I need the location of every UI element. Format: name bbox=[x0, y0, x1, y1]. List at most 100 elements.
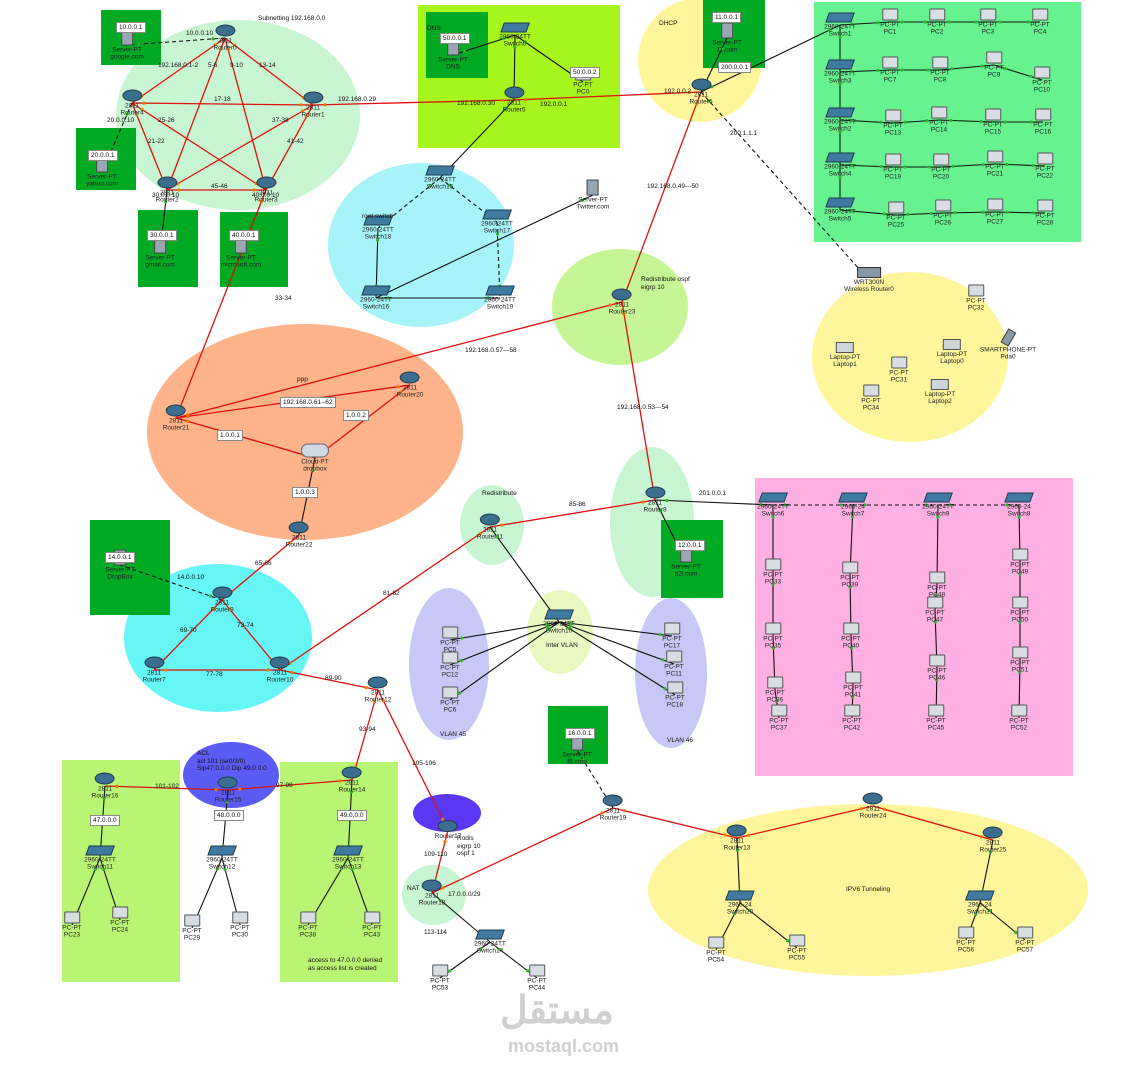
device-pc3[interactable]: PC-PT PC3 bbox=[978, 8, 998, 36]
device-switch21[interactable]: 2960-24 Switch21 bbox=[965, 890, 995, 916]
device-pc24[interactable]: PC-PT PC24 bbox=[110, 906, 130, 934]
device-pc55[interactable]: PC-PT PC55 bbox=[787, 934, 807, 962]
device-pc48[interactable]: PC-PT PC48 bbox=[927, 571, 947, 599]
device-switch8[interactable]: 2960-24 Switch8 bbox=[1004, 492, 1034, 518]
device-router14[interactable]: 2811 Router14 bbox=[339, 766, 365, 794]
device-pc12[interactable]: PC-PT PC12 bbox=[440, 651, 460, 679]
device-pc33[interactable]: PC-PT PC33 bbox=[763, 558, 783, 586]
device-switch4[interactable]: 2960-24TT Switch4 bbox=[824, 152, 856, 178]
device-srv-gmail[interactable]: Server-PT gmail.com bbox=[145, 237, 175, 269]
device-pc29[interactable]: PC-PT PC29 bbox=[182, 914, 202, 942]
device-pc20[interactable]: PC-PT PC20 bbox=[931, 153, 951, 181]
device-router15[interactable]: 2811 Router15 bbox=[215, 776, 241, 804]
device-pc41[interactable]: PC-PT PC41 bbox=[843, 671, 863, 699]
device-pc8[interactable]: PC-PT PC8 bbox=[930, 56, 950, 84]
device-pc39[interactable]: PC-PT PC39 bbox=[840, 561, 860, 589]
device-pc46[interactable]: PC-PT PC46 bbox=[927, 654, 947, 682]
device-router8[interactable]: 2811 Router8 bbox=[643, 486, 667, 514]
device-pc10[interactable]: PC-PT PC10 bbox=[1032, 66, 1052, 94]
device-pc53[interactable]: PC-PT PC53 bbox=[430, 964, 450, 992]
device-router9[interactable]: 2811 Router9 bbox=[210, 586, 234, 614]
device-pc9[interactable]: PC-PT PC9 bbox=[984, 51, 1004, 79]
device-pc28[interactable]: PC-PT PC28 bbox=[1035, 199, 1055, 227]
device-pc32[interactable]: PC-PT PC32 bbox=[966, 284, 986, 312]
device-switch18[interactable]: 2960-24TT Switch18 bbox=[362, 215, 394, 241]
device-pc43[interactable]: PC-PT PC43 bbox=[362, 911, 382, 939]
device-srv-a2l[interactable]: Server-PT a2l.com bbox=[671, 546, 701, 578]
device-pc45[interactable]: PC-PT PC45 bbox=[926, 704, 946, 732]
device-pc31[interactable]: PC-PT PC31 bbox=[889, 356, 909, 384]
device-srv-f6[interactable]: Server-PT f6.com bbox=[562, 734, 592, 766]
device-router7[interactable]: 2811 Router7 bbox=[142, 656, 166, 684]
device-pc26[interactable]: PC-PT PC26 bbox=[933, 199, 953, 227]
device-cloud-dropbox[interactable]: Cloud-PT dropbox bbox=[301, 443, 329, 473]
device-router11[interactable]: 2811 Router11 bbox=[477, 513, 503, 541]
device-pc2[interactable]: PC-PT PC2 bbox=[927, 8, 947, 36]
device-pc44[interactable]: PC-PT PC44 bbox=[527, 964, 547, 992]
device-pc15[interactable]: PC-PT PC15 bbox=[983, 108, 1003, 136]
device-router23[interactable]: 2811 Router23 bbox=[609, 288, 635, 316]
device-router6[interactable]: 2811 Router6 bbox=[689, 78, 713, 106]
device-pc13[interactable]: PC-PT PC13 bbox=[883, 109, 903, 137]
device-laptop0[interactable]: Laptop-PT Laptop0 bbox=[937, 339, 967, 365]
device-laptop1[interactable]: Laptop-PT Laptop1 bbox=[830, 342, 860, 368]
device-router19[interactable]: 2811 Router19 bbox=[600, 794, 626, 822]
device-router3[interactable]: 2811 Router3 bbox=[254, 176, 278, 204]
device-pc6[interactable]: PC-PT PC6 bbox=[440, 686, 460, 714]
device-pda0[interactable]: SMARTPHONE-PT Pda0 bbox=[980, 328, 1036, 361]
device-switch12[interactable]: 2960-24TT Switch12 bbox=[206, 845, 238, 871]
device-router1[interactable]: 2811 Router1 bbox=[301, 91, 325, 119]
device-srv-11[interactable]: Server-PT 11.com bbox=[712, 22, 742, 54]
device-pc1[interactable]: PC-PT PC1 bbox=[880, 8, 900, 36]
device-pc22[interactable]: PC-PT PC22 bbox=[1035, 152, 1055, 180]
device-router16[interactable]: 2811 Router16 bbox=[92, 772, 118, 800]
device-switch14[interactable]: 2960-24TT Switch14 bbox=[474, 929, 506, 955]
device-pc42[interactable]: PC-PT PC42 bbox=[842, 704, 862, 732]
device-router21[interactable]: 2811 Router21 bbox=[163, 404, 189, 432]
device-switch19[interactable]: 2960-24TT Switch19 bbox=[484, 285, 516, 311]
device-wrt[interactable]: WRT300N Wireless Router0 bbox=[844, 267, 894, 293]
device-pc27[interactable]: PC-PT PC27 bbox=[985, 198, 1005, 226]
device-srv-dns[interactable]: Server-PT DNS bbox=[438, 39, 468, 71]
device-switch3[interactable]: 2960-24TT Switch3 bbox=[824, 59, 856, 85]
device-srv-ms[interactable]: Server-PT microsoft.com bbox=[221, 237, 261, 269]
device-switch11[interactable]: 2960-24TT Switch11 bbox=[84, 845, 116, 871]
device-pc54[interactable]: PC-PT PC54 bbox=[706, 936, 726, 964]
device-pc4[interactable]: PC-PT PC4 bbox=[1030, 8, 1050, 36]
device-switch17[interactable]: 2960-24TT Switch17 bbox=[481, 209, 513, 235]
device-switch6[interactable]: 2960-24TT Switch6 bbox=[757, 492, 789, 518]
device-pc16[interactable]: PC-PT PC16 bbox=[1033, 108, 1053, 136]
device-pc18[interactable]: PC-PT PC18 bbox=[665, 681, 685, 709]
device-router17[interactable]: Router17 bbox=[435, 820, 461, 840]
device-router5[interactable]: 2811 Router5 bbox=[502, 86, 526, 114]
device-pc19[interactable]: PC-PT PC19 bbox=[883, 153, 903, 181]
device-pc14[interactable]: PC-PT PC14 bbox=[929, 106, 949, 134]
device-router24[interactable]: 2811 Router24 bbox=[860, 792, 886, 820]
device-router22[interactable]: 2811 Router22 bbox=[286, 521, 312, 549]
device-pc40[interactable]: PC-PT PC40 bbox=[841, 622, 861, 650]
device-switch5[interactable]: 2960-24TT Switch5 bbox=[824, 197, 856, 223]
device-pc11[interactable]: PC-PT PC11 bbox=[664, 650, 684, 678]
device-router2[interactable]: 2811 Router2 bbox=[155, 176, 179, 204]
device-switch7[interactable]: 2960-24 Switch7 bbox=[838, 492, 868, 518]
device-router12[interactable]: 2811 Router12 bbox=[365, 676, 391, 704]
device-switch2[interactable]: 2960-24TT Switch2 bbox=[824, 107, 856, 133]
device-pc56[interactable]: PC-PT PC56 bbox=[956, 926, 976, 954]
device-srv-yahoo[interactable]: Server-PT yahoo.com bbox=[86, 156, 118, 188]
device-pc50[interactable]: PC-PT PC50 bbox=[1010, 596, 1030, 624]
device-pc17[interactable]: PC-PT PC17 bbox=[662, 622, 682, 650]
device-pc25[interactable]: PC-PT PC25 bbox=[886, 201, 906, 229]
device-pc23[interactable]: PC-PT PC23 bbox=[62, 911, 82, 939]
device-srv-google[interactable]: Server-PT google.com bbox=[110, 29, 144, 61]
device-switch0[interactable]: 2960-24TT Switch0 bbox=[499, 22, 531, 48]
device-srv-twitter[interactable]: Server-PT Twitter.com bbox=[577, 179, 609, 211]
device-pc34[interactable]: PC-PT PC34 bbox=[861, 384, 881, 412]
device-pc38[interactable]: PC-PT PC38 bbox=[298, 911, 318, 939]
device-switch20[interactable]: 2960-24 Switch20 bbox=[725, 890, 755, 916]
device-switch10[interactable]: 2960-24TT Switch10 bbox=[543, 609, 575, 635]
device-pc35[interactable]: PC-PT PC35 bbox=[763, 622, 783, 650]
device-router10[interactable]: 2811 Router10 bbox=[267, 656, 293, 684]
device-switch1[interactable]: 2960-24TT Switch1 bbox=[824, 12, 856, 38]
device-switch16[interactable]: 2960-24TT Switch16 bbox=[360, 285, 392, 311]
device-pc47[interactable]: PC-PT PC47 bbox=[925, 596, 945, 624]
